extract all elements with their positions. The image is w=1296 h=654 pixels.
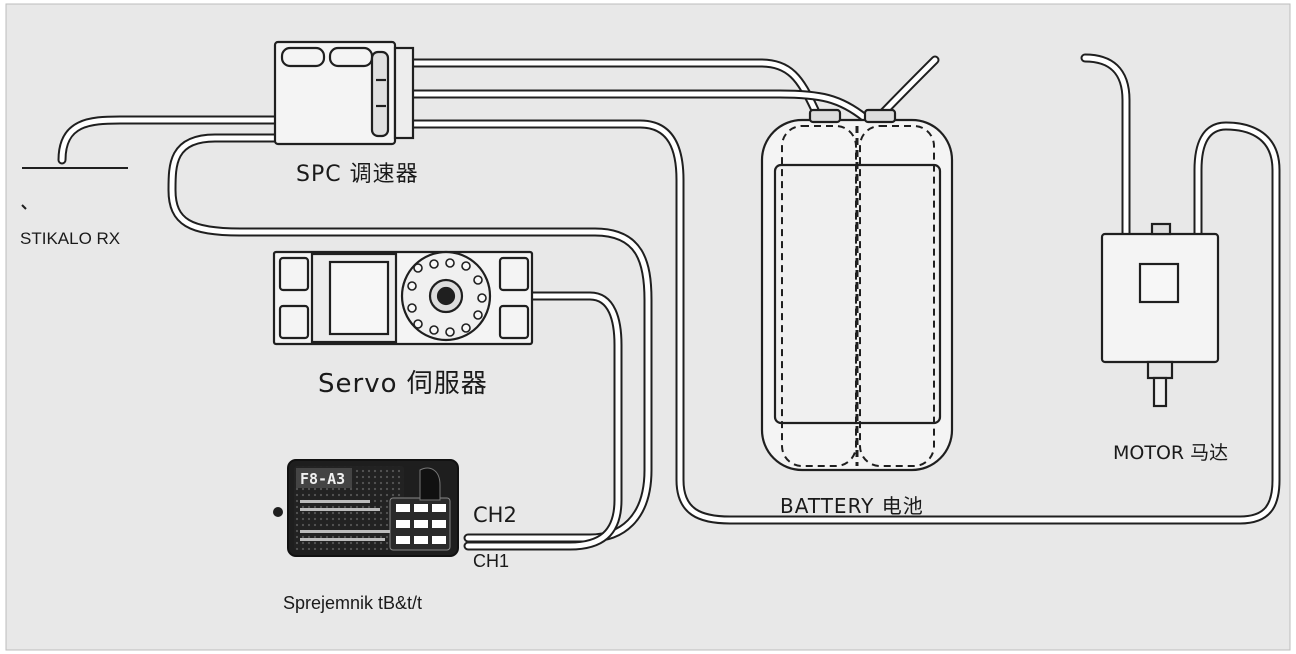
- esc-unit: [273, 40, 415, 146]
- motor-label: MOTOR 马达: [1113, 442, 1229, 464]
- battery-pack: [760, 108, 954, 472]
- ch2-label: CH2: [473, 503, 517, 527]
- stikalo-label: STIKALO RX: [20, 229, 121, 248]
- wire-servo-receiver: [463, 291, 623, 551]
- wire-esc-receiver: [167, 133, 653, 543]
- ch1-label: CH1: [473, 551, 510, 571]
- wire-esc-battery: [407, 55, 940, 123]
- wire-stikalo: [57, 115, 287, 165]
- receiver-unit: F8-A3: [273, 459, 459, 557]
- stikalo-switch: [21, 167, 128, 210]
- motor-unit: [1100, 222, 1220, 408]
- esc-label: SPC 调速器: [296, 162, 419, 187]
- servo-label: Servo 伺服器: [318, 369, 488, 399]
- wire-motor-lead: [1080, 53, 1131, 240]
- wire-esc-motor: [407, 119, 1281, 525]
- receiver-model-label: F8-A3: [300, 470, 345, 488]
- receiver-label: Sprejemnik tB&t/t: [283, 593, 423, 613]
- battery-label: BATTERY 电池: [780, 494, 924, 518]
- servo-unit: [272, 250, 534, 346]
- wires: [57, 53, 1281, 551]
